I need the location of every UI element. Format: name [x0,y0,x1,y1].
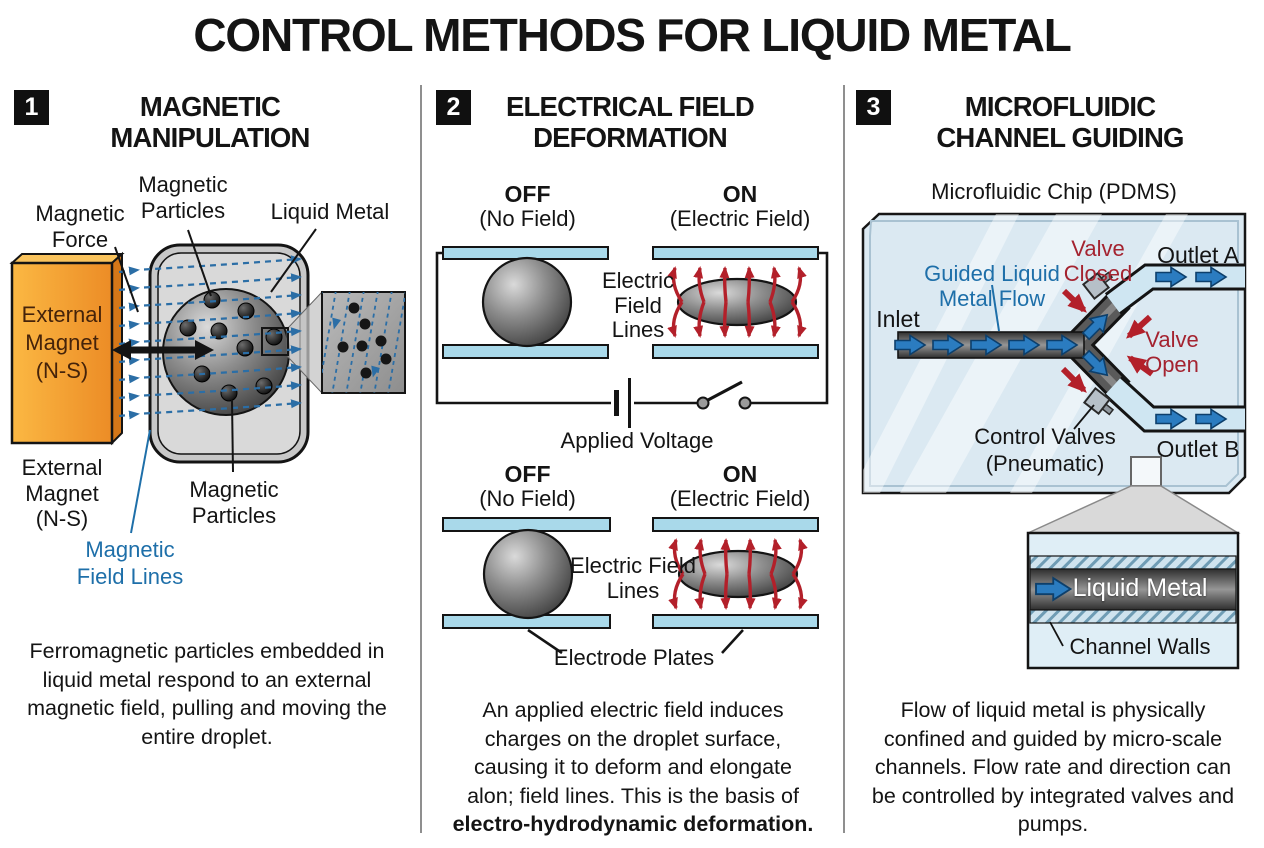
zoom-inset-graphic [261,290,406,395]
panel-divider-2 [843,85,845,833]
circuit-graphic [435,251,829,655]
control-valves-pointer [1073,404,1095,430]
electrode-plates-top-group [442,246,819,629]
magnetic-field-lines-graphic [118,255,302,420]
magnet-graphic [9,251,125,446]
panel1-pointer-lines [114,228,317,534]
droplet-off-top [481,256,799,620]
panel-divider-1 [420,85,422,833]
microfluidic-chip-graphic [861,212,1247,495]
channel-cross-section-graphic [1026,456,1241,670]
magnetic-force-arrow [112,340,214,360]
magnetic-particles-dots [179,291,283,402]
valve-state-arrows [1060,288,1154,393]
valve-top [1081,271,1114,301]
guided-flow-pointer [991,284,1000,332]
